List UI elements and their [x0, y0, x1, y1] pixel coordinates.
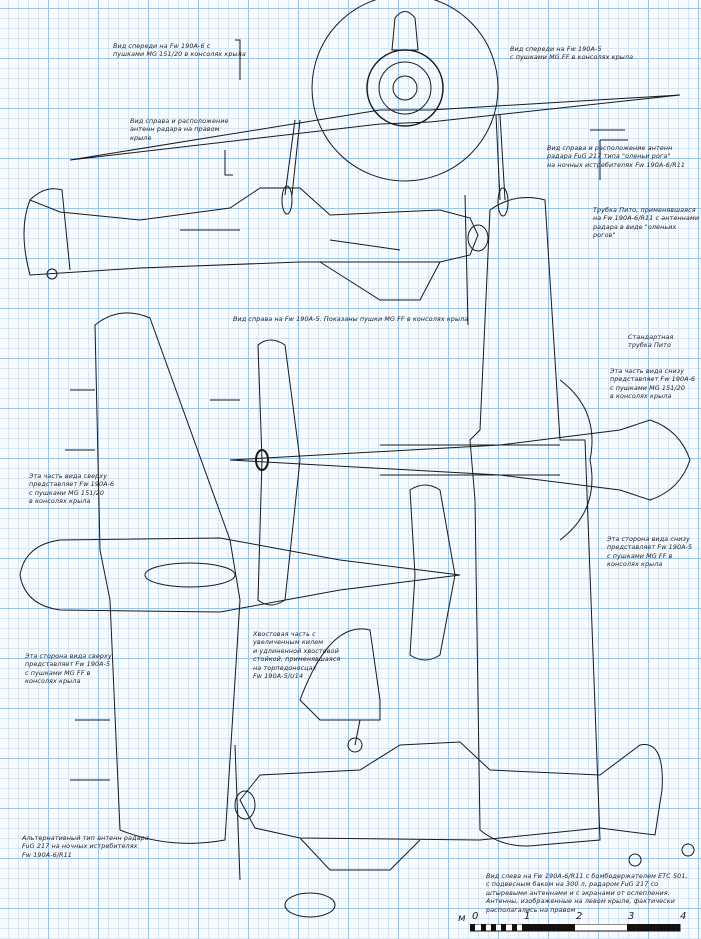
- bottom-view: [229, 140, 691, 847]
- caption-alt-antenna: Альтернативный тип антенн радара FuG 217…: [22, 834, 149, 859]
- tail-detail: [299, 628, 381, 753]
- scale-bar-graphic: [470, 924, 681, 932]
- top-view: [19, 312, 461, 844]
- caption-pitot-r11: Трубка Пито, применявшаяся на Fw 190A-6/…: [593, 206, 700, 240]
- caption-side-left-r11: Вид слева на Fw 190A-6/R11 с бомбодержат…: [486, 872, 688, 914]
- scale-tick-2: 2: [576, 911, 583, 922]
- caption-bottom-a5: Эта сторона вида снизу представляет Fw 1…: [607, 535, 693, 569]
- caption-side-right-a5: Вид справа на Fw 190A-5. Показаны пушки …: [233, 315, 469, 323]
- scale-tick-3: 3: [628, 911, 635, 922]
- caption-bottom-a6: Эта часть вида снизу представляет Fw 190…: [610, 367, 696, 401]
- caption-standard-pitot: Стандартная трубка Пито: [628, 333, 674, 350]
- caption-front-a6: Вид спереди на Fw 190A-6 с пушками MG 15…: [113, 42, 246, 59]
- caption-tail-torpedo: Хвостовая часть с увеличенным килем и уд…: [253, 630, 341, 681]
- caption-antenna-fug217: Вид справа и расположение антенн радара …: [547, 144, 686, 169]
- front-view: [69, 0, 681, 217]
- caption-front-a5: Вид спереди на Fw 190A-5 с пушками MG FF…: [510, 45, 634, 62]
- caption-top-a5: Эта сторона вида сверху представляет Fw …: [25, 652, 112, 686]
- scale-tick-0: 0: [472, 911, 479, 922]
- scale-unit: м: [458, 913, 466, 924]
- side-view-left: [234, 741, 695, 918]
- scale-tick-4: 4: [680, 911, 687, 922]
- side-view-right: [23, 187, 489, 326]
- scale-tick-1: 1: [524, 911, 531, 922]
- caption-top-a6: Эта часть вида сверху представляет Fw 19…: [29, 472, 115, 506]
- caption-antenna-right-wing: Вид справа и расположение антенн радара …: [130, 117, 229, 142]
